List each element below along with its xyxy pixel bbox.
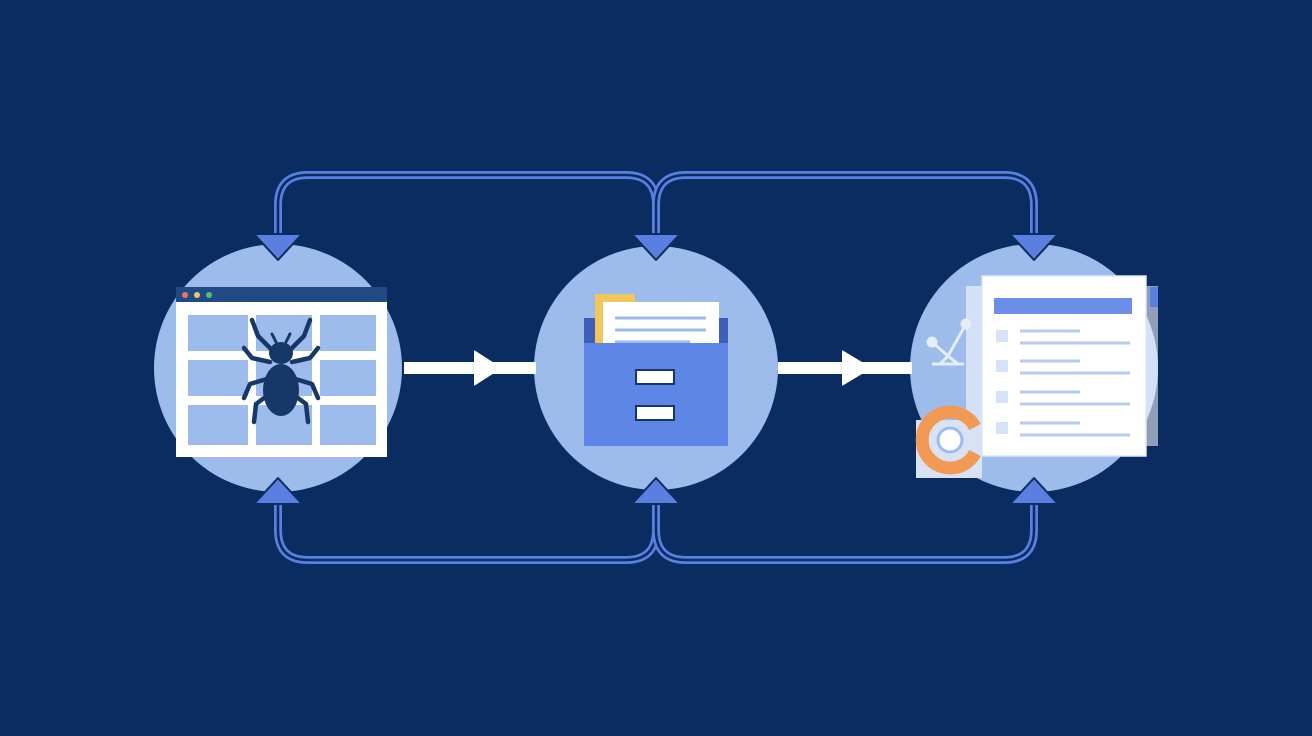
donut-badge-icon	[915, 405, 982, 478]
top-loop-left	[274, 171, 660, 242]
spider-web-page-icon	[176, 287, 387, 457]
arrowhead-up-crawl	[253, 477, 303, 505]
flow-arrow-store-to-report	[778, 350, 912, 386]
file-cabinet-icon	[584, 294, 728, 446]
spider-icon	[241, 317, 321, 425]
arrowhead-down-report	[1009, 233, 1059, 261]
top-loop-right	[652, 171, 1038, 242]
bottom-loop-right	[652, 496, 1038, 564]
loop-arrowheads	[253, 233, 1059, 505]
scatter-mini-icon	[926, 318, 972, 366]
analytics-document-icon	[915, 275, 1158, 478]
arrowhead-down-store	[631, 233, 681, 261]
bottom-loop-left	[274, 496, 660, 564]
flow-arrow-crawl-to-store	[404, 350, 536, 386]
arrowhead-up-store	[631, 477, 681, 505]
arrowhead-up-report	[1009, 477, 1059, 505]
arrowhead-down-crawl	[253, 233, 303, 261]
